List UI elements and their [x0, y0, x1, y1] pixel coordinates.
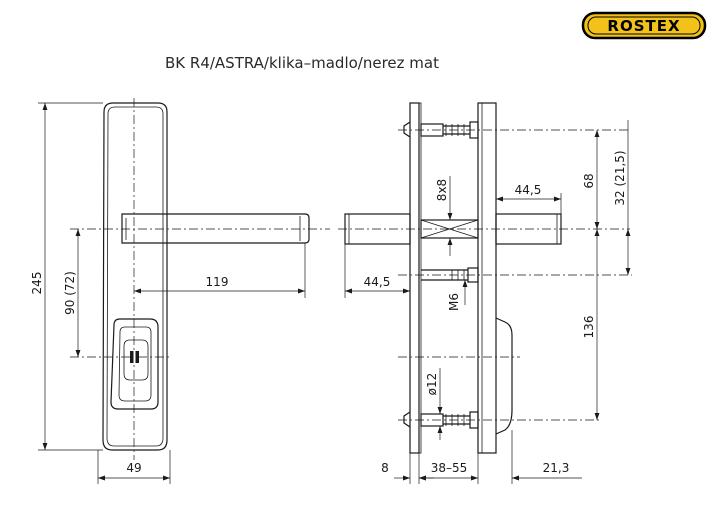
logo-text: ROSTEX: [607, 17, 680, 35]
dim-44-5-right-label: 44,5: [515, 183, 542, 197]
dim-136-label: 136: [582, 316, 596, 339]
dim-32-label: 32 (21,5): [613, 150, 627, 205]
dim-119-label: 119: [206, 275, 229, 289]
logo-inner-border: [587, 16, 701, 35]
side-left-plate: [409, 102, 420, 454]
front-lever: [121, 213, 310, 244]
dim-21-3-label: 21,3: [543, 461, 570, 475]
rostex-logo: ROSTEX: [581, 11, 707, 40]
side-square-diag-2: [420, 219, 479, 239]
dim-245-label: 245: [30, 272, 44, 295]
side-right-plate: [477, 102, 497, 454]
front-escutcheon-inner: [118, 326, 152, 402]
side-cylinder-guard: [495, 317, 513, 435]
upper-screw: [403, 121, 479, 139]
dim-68-label: 68: [582, 173, 596, 188]
front-escutcheon-window: [123, 339, 149, 381]
front-view: 245 90 (72) 119 49: [30, 98, 330, 484]
drawing-title: BK R4/ASTRA/klika–madlo/nerez mat: [165, 54, 439, 72]
front-escutcheon-outer: [110, 318, 159, 410]
dim-90-label: 90 (72): [63, 271, 77, 315]
side-view: 8x8 44,5 44,5 M6 ø12 68 32 (21,5) 136: [338, 102, 632, 484]
dim-44-5-left-label: 44,5: [364, 275, 391, 289]
logo-badge: [581, 11, 707, 40]
front-plate-inner: [106, 106, 164, 447]
dim-38-55-label: 38–55: [431, 461, 468, 475]
side-door-left: [418, 102, 422, 454]
dim-8x8-label: 8x8: [435, 179, 449, 201]
dim-8-label: 8: [381, 461, 389, 475]
dim-d12-label: ø12: [425, 373, 439, 396]
front-plate-outline: [102, 102, 168, 451]
dim-m6-label: M6: [447, 293, 461, 311]
dim-49-label: 49: [126, 461, 141, 475]
